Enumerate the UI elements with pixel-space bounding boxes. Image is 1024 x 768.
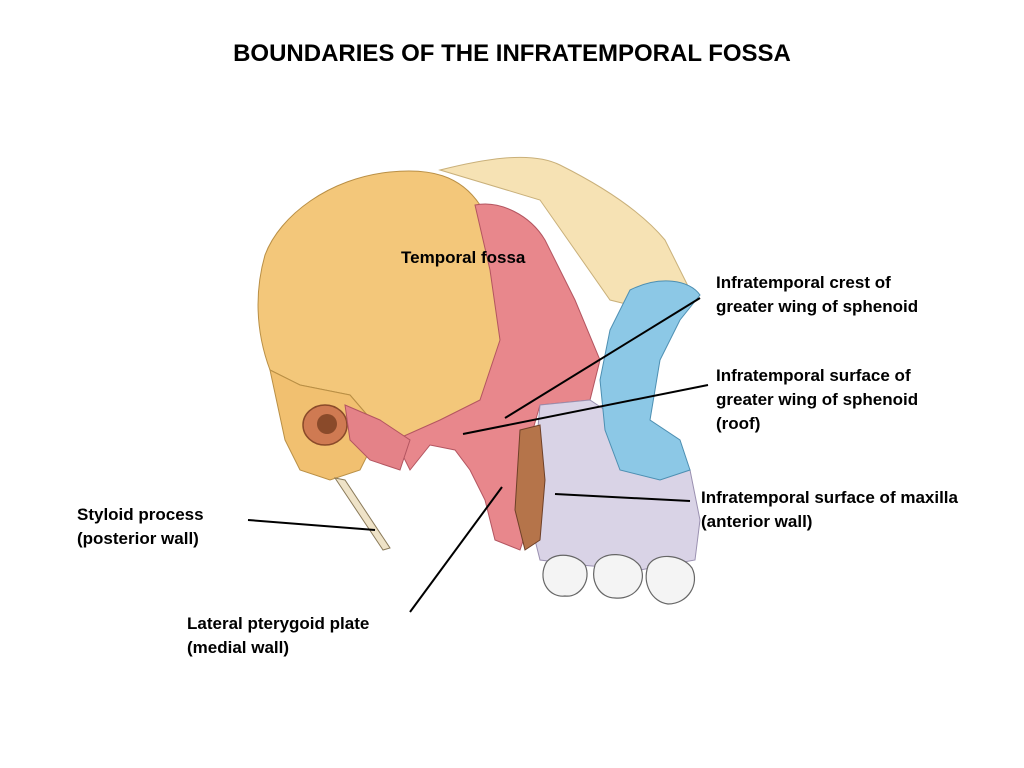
label-text: Temporal fossa xyxy=(401,248,526,267)
teeth xyxy=(542,554,696,605)
leader-line-pterygoid xyxy=(409,486,503,613)
leader-line-crest xyxy=(504,297,701,419)
label-styloid-process: Styloid process (posterior wall) xyxy=(77,503,204,551)
label-line: (posterior wall) xyxy=(77,529,199,548)
styloid-shape xyxy=(333,477,391,551)
label-lateral-pterygoid-plate: Lateral pterygoid plate (medial wall) xyxy=(187,612,369,660)
temporal-bone xyxy=(257,170,521,441)
frontal-bone xyxy=(438,156,691,311)
label-line: Infratemporal surface of xyxy=(716,366,911,385)
leader-line-maxilla xyxy=(554,493,691,502)
label-line: (medial wall) xyxy=(187,638,290,657)
zygomatic-bone xyxy=(599,280,701,481)
label-line: greater wing of sphenoid xyxy=(716,390,919,409)
pterygoid-plate xyxy=(514,424,546,551)
label-line: (roof) xyxy=(716,414,761,433)
label-temporal-fossa: Temporal fossa xyxy=(401,246,525,270)
leader-line-styloid xyxy=(247,519,376,531)
label-line: greater wing of sphenoid xyxy=(716,297,919,316)
label-infratemporal-surface-sphenoid: Infratemporal surface of greater wing of… xyxy=(716,364,918,436)
label-line: Infratemporal crest of xyxy=(716,273,891,292)
label-line: Lateral pterygoid plate xyxy=(187,614,370,633)
page-title: BOUNDARIES OF THE INFRATEMPORAL FOSSA xyxy=(233,40,791,67)
label-infratemporal-crest: Infratemporal crest of greater wing of s… xyxy=(716,271,918,319)
label-line: Infratemporal surface of maxilla xyxy=(701,488,958,507)
label-infratemporal-surface-maxilla: Infratemporal surface of maxilla (anteri… xyxy=(701,486,958,534)
leader-line-roof xyxy=(462,384,709,435)
label-line: (anterior wall) xyxy=(701,512,813,531)
label-line: Styloid process xyxy=(77,505,204,524)
